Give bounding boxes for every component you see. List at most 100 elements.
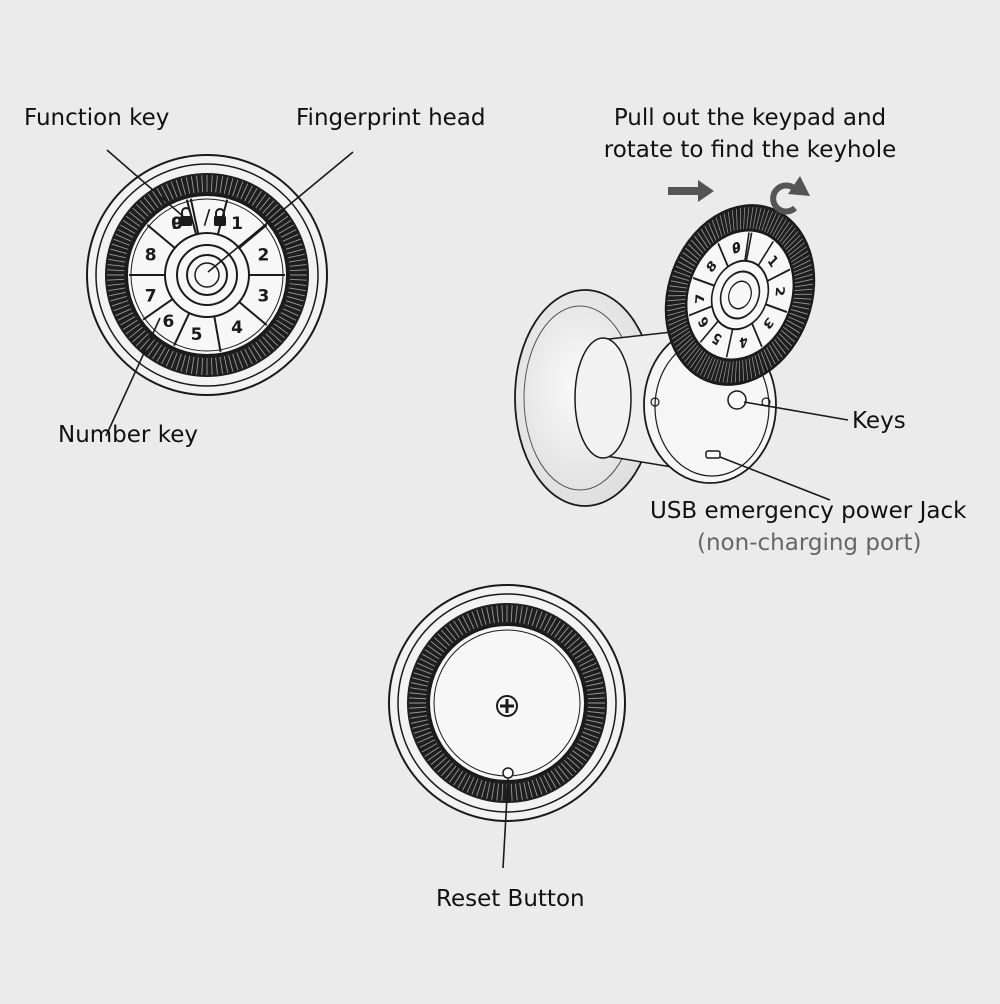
knurl-tick	[419, 658, 436, 667]
key-divider	[757, 240, 774, 267]
knurl-tick	[758, 208, 766, 230]
number-key-2[interactable]: 2	[257, 246, 269, 266]
knurl-tick	[574, 746, 590, 757]
number-key-0[interactable]: 0	[732, 240, 742, 258]
number-key-5[interactable]: 5	[191, 325, 203, 345]
knurl-tick	[776, 336, 790, 351]
knurl-tick	[760, 351, 769, 371]
knurl-tick	[587, 692, 605, 695]
reset-button[interactable]	[502, 767, 514, 779]
knurl-tick	[219, 356, 224, 374]
knurl-tick	[576, 653, 593, 663]
knurl-tick	[531, 609, 538, 627]
knurl-tick	[287, 248, 304, 254]
knurl-tick	[282, 308, 299, 317]
knurl-tick	[288, 291, 305, 297]
knurl-tick	[560, 762, 573, 777]
leader-reset-button	[502, 778, 509, 869]
key-divider	[146, 224, 176, 249]
number-key-1[interactable]: 1	[231, 214, 243, 234]
knurl-tick	[278, 316, 294, 326]
number-key-9[interactable]: 9	[171, 214, 183, 234]
key-divider	[699, 320, 719, 343]
knurl-tick	[223, 177, 229, 194]
knurl-tick	[519, 782, 523, 800]
knurl-tick	[582, 731, 599, 739]
knurl-tick	[699, 355, 711, 376]
knurl-tick	[671, 327, 689, 340]
knurl-tick	[673, 270, 691, 278]
number-key-7[interactable]: 7	[145, 287, 157, 307]
knurl-tick	[421, 743, 438, 753]
knurl-tick	[794, 293, 813, 295]
knurl-tick	[585, 723, 602, 729]
knurl-tick	[693, 351, 706, 371]
knurl-tick	[109, 291, 126, 297]
knurl-tick	[409, 711, 427, 714]
knurl-tick	[457, 772, 467, 789]
knurl-tick	[175, 353, 182, 371]
knurl-tick	[255, 193, 267, 209]
knurl-tick	[413, 672, 431, 679]
keyhole[interactable]	[727, 390, 747, 410]
knurl-tick	[672, 275, 690, 281]
knurl-tick	[476, 609, 483, 627]
knurl-tick	[554, 623, 565, 638]
knurl-tick	[687, 243, 702, 257]
usb-port[interactable]	[705, 450, 721, 459]
number-key-4[interactable]: 4	[739, 332, 749, 350]
knurl-tick	[471, 611, 479, 628]
knurl-tick	[255, 341, 267, 357]
number-key-2[interactable]: 2	[772, 286, 786, 297]
knurl-tick	[574, 649, 590, 660]
knurl-tick	[547, 772, 557, 789]
pull-out-label-line2: rotate to find the keyhole	[603, 137, 897, 163]
knurl-tick	[742, 359, 744, 382]
knurl-tick	[736, 208, 738, 231]
knurl-tick	[580, 735, 597, 744]
knurl-tick	[285, 243, 303, 250]
fingerprint-head-label: Fingerprint head	[296, 105, 486, 131]
knurl-tick	[687, 347, 701, 366]
lock-open-icon[interactable]	[180, 207, 192, 226]
lock-closed-icon[interactable]	[214, 208, 226, 226]
knurl-tick	[784, 323, 800, 334]
knurl-tick	[496, 605, 499, 623]
back-inner-rim	[397, 593, 617, 813]
knurl-tick	[694, 235, 706, 251]
leader-keys	[743, 401, 849, 421]
function-key-label: Function key	[24, 105, 170, 131]
key-divider	[238, 301, 268, 326]
knurl-tick	[550, 770, 561, 786]
knurl-tick	[734, 361, 737, 383]
number-key-7[interactable]: 7	[694, 293, 708, 304]
number-key-8[interactable]: 8	[145, 246, 157, 266]
knurl-tick	[132, 207, 146, 220]
knurl-tick	[685, 247, 699, 260]
knurl-tick	[727, 211, 732, 233]
knurl-tick	[415, 667, 432, 675]
knurl-tick	[792, 301, 811, 305]
number-key-4[interactable]: 4	[231, 318, 243, 338]
knurl-tick	[462, 774, 471, 791]
knurl-tick	[519, 606, 523, 624]
knurl-tick	[675, 334, 692, 348]
knurl-tick	[409, 692, 427, 695]
knurl-tick	[117, 312, 134, 321]
number-key-6[interactable]: 6	[163, 312, 175, 332]
knurl-tick	[268, 330, 282, 343]
knurl-tick	[287, 296, 304, 302]
knurl-tick	[107, 283, 125, 286]
knurl-tick	[232, 179, 239, 197]
knurl-tick	[236, 181, 244, 198]
key-divider	[688, 305, 713, 317]
knurl-tick	[718, 360, 725, 383]
knurl-tick	[486, 782, 491, 799]
knurl-tick	[108, 287, 126, 292]
knurl-tick	[215, 175, 218, 193]
number-key-3[interactable]: 3	[257, 287, 269, 307]
knurl-tick	[152, 344, 163, 360]
number-key-9[interactable]: 9	[732, 240, 742, 258]
knurl-tick	[271, 326, 285, 339]
knurl-tick	[740, 208, 741, 230]
